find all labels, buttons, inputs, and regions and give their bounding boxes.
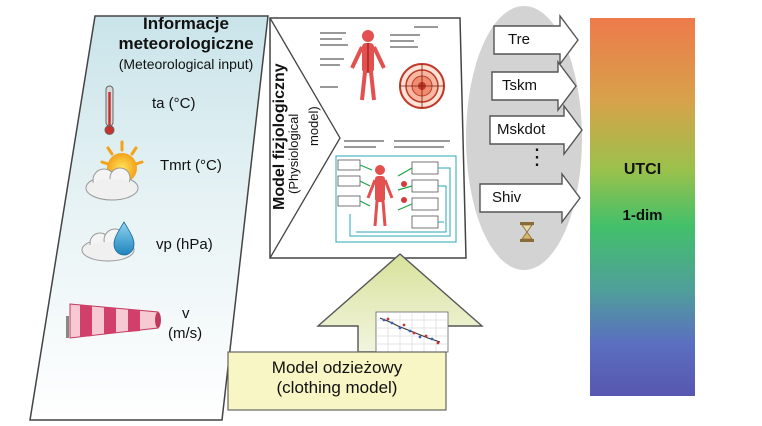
body-circulation-figure [320,26,438,101]
var-tmrt-label: Tmrt (°C) [160,157,222,174]
windsock-icon [66,303,161,339]
clothing-model-box [227,351,447,411]
var-v-label: v [182,305,190,322]
physio-subtitle-line1: (Physiological [286,114,301,194]
output-arrow-mskdot [489,103,583,157]
physio-subtitle-line2-wrap: model) [306,106,321,146]
utci-gradient-bar [590,18,695,396]
thermometer-icon [104,85,115,135]
output-ellipsis: ⋮ [526,144,548,169]
output-tre-label: Tre [508,31,530,48]
output-arrow-shiv [479,171,581,225]
var-ta-label: ta (°C) [152,95,196,112]
clothing-mini-chart [375,311,449,353]
thermoregulation-control-diagram [335,140,457,243]
hourglass-icon [520,222,534,242]
output-tskm-label: Tskm [502,77,537,94]
output-shiv-label: Shiv [492,189,522,206]
met-input-title-line1: Informacje [143,14,229,33]
met-input-subtitle: (Meteorological input) [118,56,254,72]
utci-dim-label: 1-dim [622,207,663,224]
cloud-drop-icon [81,221,135,262]
met-input-title: Informacje meteorologiczne [96,14,276,54]
sun-cloud-icon [85,140,144,201]
body-cylinder-diagram [399,63,445,109]
clothing-model-line1: Model odzieżowy [271,358,403,377]
var-vp-label: vp (hPa) [156,236,213,253]
utci-label: UTCI [623,161,662,178]
output-mskdot-label: Mskdot [497,121,546,138]
physio-title: Model fizjologiczny [271,63,288,210]
met-input-title-line2: meteorologiczne [118,34,254,53]
clothing-model-label: Model odzieżowy (clothing model) [232,358,442,398]
clothing-model-line2: (clothing model) [276,378,398,397]
output-arrow-tskm [491,59,577,113]
var-v-unit: (m/s) [168,325,203,342]
physio-subtitle-line2: model) [306,106,321,146]
output-arrow-tre [493,13,579,67]
physiological-model-label: Model fizjologiczny (Physiological [271,63,301,210]
